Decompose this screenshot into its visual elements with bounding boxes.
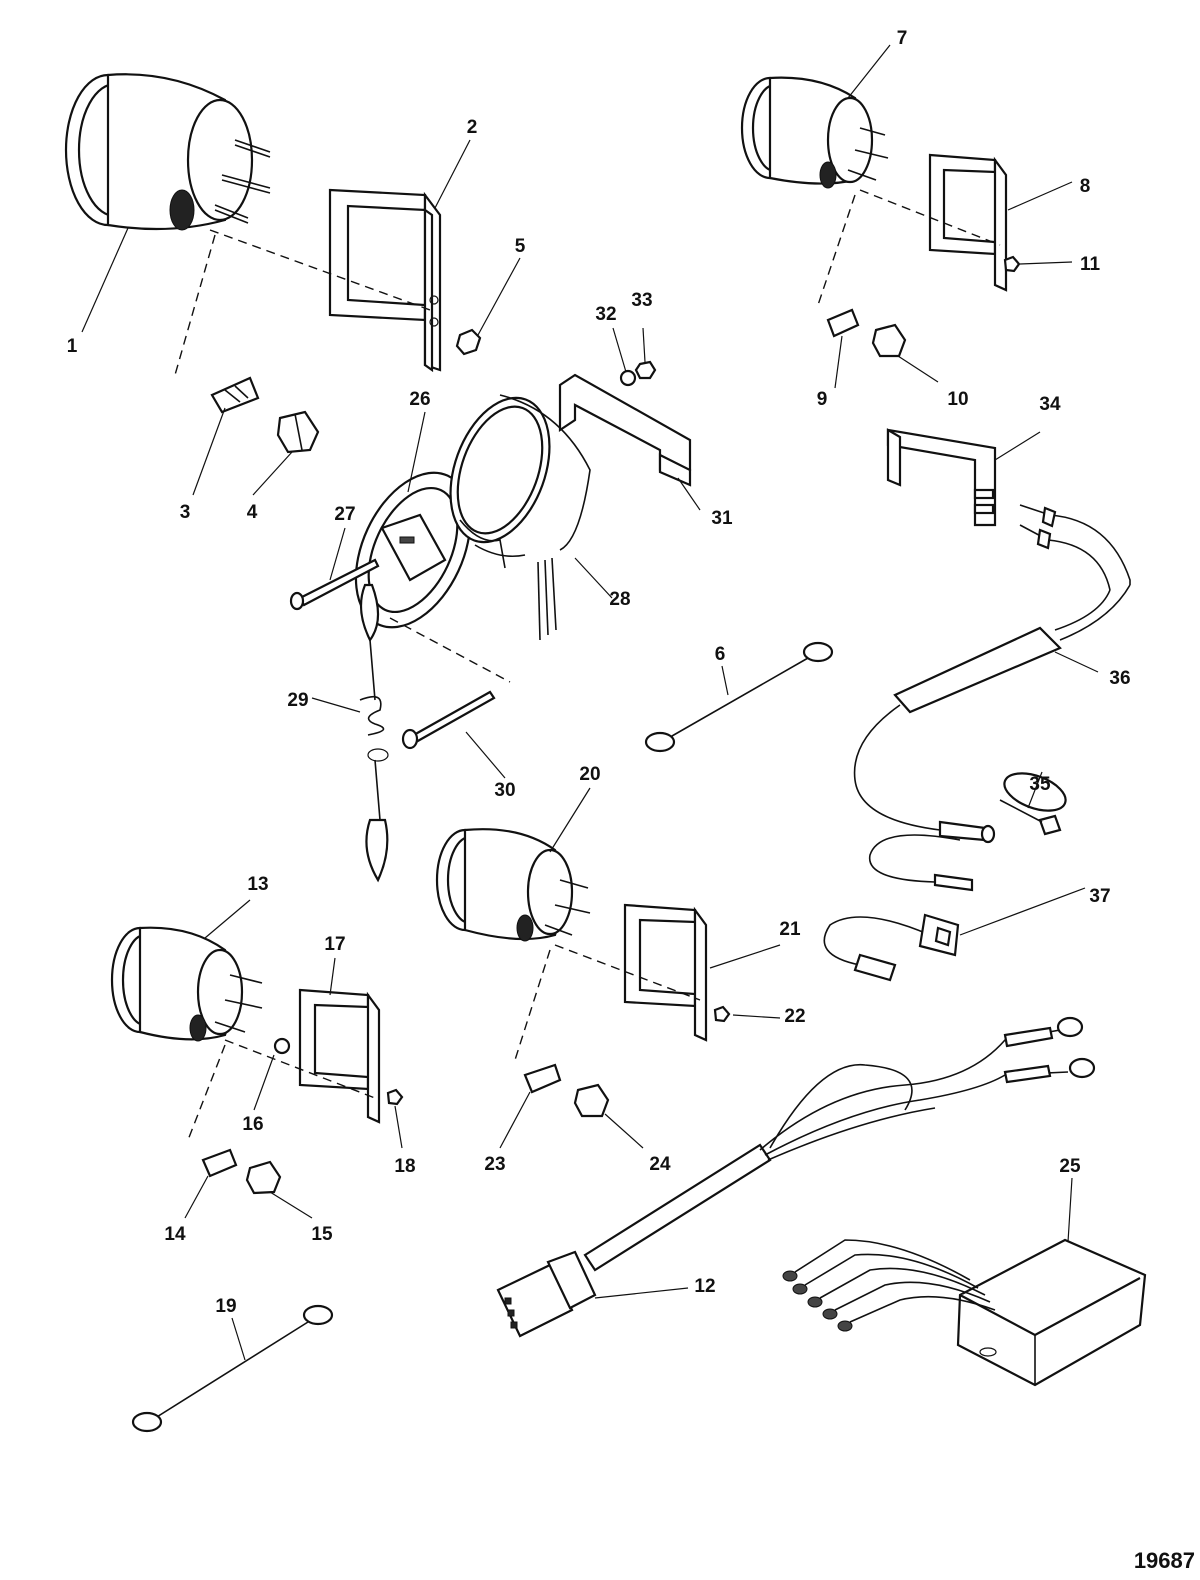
callout-20: 20 bbox=[579, 764, 600, 785]
nut-5 bbox=[455, 328, 482, 356]
callout-1: 1 bbox=[67, 336, 78, 357]
callout-27: 27 bbox=[334, 504, 355, 525]
bracket-17 bbox=[298, 988, 381, 1124]
callout-2: 2 bbox=[467, 117, 478, 138]
socket-14 bbox=[201, 1148, 238, 1178]
callout-4: 4 bbox=[247, 502, 258, 523]
connector-37 bbox=[823, 913, 960, 982]
washer-32 bbox=[619, 369, 637, 387]
callout-18: 18 bbox=[394, 1156, 415, 1177]
screw-11 bbox=[1003, 255, 1021, 273]
harness-12 bbox=[496, 1016, 1096, 1338]
callout-labels: 1 2 3 4 5 6 7 8 9 10 11 12 13 14 15 16 1… bbox=[67, 28, 1131, 1317]
harness-36 bbox=[853, 504, 1131, 892]
figure-number: 19687 bbox=[1134, 1548, 1195, 1573]
callout-8: 8 bbox=[1080, 176, 1091, 197]
callout-21: 21 bbox=[779, 919, 801, 940]
callout-13: 13 bbox=[247, 874, 268, 895]
callout-29: 29 bbox=[287, 690, 308, 711]
callout-3: 3 bbox=[180, 502, 191, 523]
callout-5: 5 bbox=[515, 236, 526, 257]
lens-4 bbox=[276, 410, 320, 454]
callout-7: 7 bbox=[897, 28, 908, 49]
ground-wire-6 bbox=[644, 641, 834, 753]
sleeve-28 bbox=[449, 394, 591, 641]
callout-33: 33 bbox=[631, 290, 652, 311]
screw-30 bbox=[401, 690, 496, 750]
callout-24: 24 bbox=[649, 1154, 671, 1175]
callout-23: 23 bbox=[484, 1154, 505, 1175]
lens-10 bbox=[871, 323, 907, 358]
ground-wire-19 bbox=[131, 1304, 334, 1433]
screw-22 bbox=[713, 1005, 731, 1023]
socket-3 bbox=[210, 376, 260, 414]
screw-18 bbox=[386, 1088, 404, 1106]
callout-32: 32 bbox=[595, 304, 616, 325]
cable-tie-35 bbox=[999, 772, 1067, 836]
leader-lines bbox=[81, 44, 1099, 1361]
callout-25: 25 bbox=[1059, 1156, 1081, 1177]
callout-26: 26 bbox=[409, 389, 430, 410]
gauge-20 bbox=[435, 828, 591, 942]
callout-6: 6 bbox=[715, 644, 726, 665]
lens-15 bbox=[245, 1160, 282, 1195]
callout-16: 16 bbox=[242, 1114, 263, 1135]
callout-19: 19 bbox=[215, 1296, 236, 1317]
bracket-21 bbox=[623, 903, 708, 1042]
callout-12: 12 bbox=[694, 1276, 715, 1297]
bracket-2 bbox=[328, 188, 442, 373]
gauge-13 bbox=[110, 926, 263, 1042]
callout-31: 31 bbox=[711, 508, 733, 529]
callout-11: 11 bbox=[1080, 254, 1101, 275]
callout-28: 28 bbox=[609, 589, 630, 610]
callout-37: 37 bbox=[1089, 886, 1110, 907]
callout-14: 14 bbox=[164, 1224, 186, 1245]
switch-ring-26 bbox=[354, 471, 472, 629]
callout-17: 17 bbox=[324, 934, 345, 955]
bracket-31 bbox=[558, 373, 692, 487]
callout-9: 9 bbox=[817, 389, 828, 410]
bracket-8 bbox=[928, 153, 1008, 292]
callout-10: 10 bbox=[947, 389, 968, 410]
callout-30: 30 bbox=[494, 780, 515, 801]
callout-15: 15 bbox=[311, 1224, 333, 1245]
nut-33 bbox=[634, 360, 657, 380]
connector-block-34 bbox=[886, 428, 997, 527]
screw-27 bbox=[289, 558, 380, 611]
gauge-1 bbox=[64, 73, 271, 231]
socket-9 bbox=[826, 308, 860, 338]
gauge-7 bbox=[740, 76, 889, 189]
callout-36: 36 bbox=[1109, 668, 1130, 689]
washer-16 bbox=[273, 1037, 291, 1055]
callout-22: 22 bbox=[784, 1006, 805, 1027]
lens-24 bbox=[573, 1083, 610, 1118]
callout-34: 34 bbox=[1039, 394, 1061, 415]
callout-35: 35 bbox=[1029, 774, 1051, 795]
lanyard-29 bbox=[359, 583, 389, 883]
socket-23 bbox=[523, 1063, 562, 1094]
module-25 bbox=[782, 1238, 1147, 1387]
